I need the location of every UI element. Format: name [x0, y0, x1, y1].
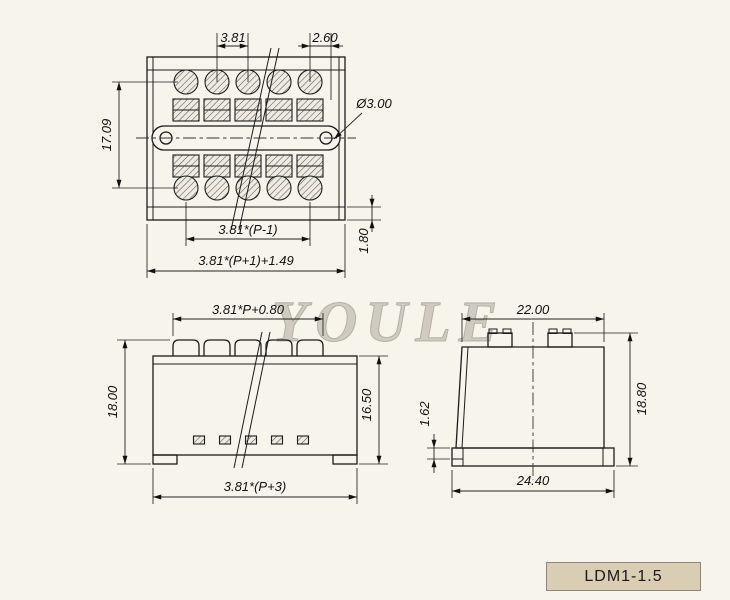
dim-height-body-label: 16.50 — [359, 388, 374, 421]
screw-terminals-bottom-row — [173, 175, 323, 201]
side-view-body — [455, 346, 605, 449]
dim-total-width-label: 3.81*(P+1)+1.49 — [198, 253, 293, 268]
side-bump-right — [547, 332, 573, 348]
wire-clamps-upper — [172, 98, 324, 122]
dim-edge-offset-label: 1.80 — [356, 228, 371, 254]
vent-slots — [192, 435, 310, 445]
front-view-dimensions: 3.81*P+0.80 18.00 16.50 3.81*(P+3) — [105, 302, 388, 504]
dim-base-lip-label: 1.62 — [417, 401, 432, 427]
dim-row-spacing-label: 17.09 — [99, 119, 114, 152]
break-lines-front-view — [233, 331, 271, 469]
top-view-dimensions: 3.81 2.60 17.09 Ø3.00 3.81*(P-1) — [99, 30, 392, 278]
front-view — [152, 331, 358, 469]
top-view-body — [146, 56, 346, 221]
dim-width-base-label: 24.40 — [516, 473, 550, 488]
top-view — [136, 47, 356, 231]
side-view — [451, 322, 615, 480]
foot-right — [332, 454, 358, 465]
wire-clamps-lower — [172, 154, 324, 178]
front-view-body — [152, 355, 358, 456]
dim-height-label: 18.80 — [634, 382, 649, 415]
title-block: LDM1-1.5 — [546, 562, 701, 591]
terminal-bumps — [172, 339, 324, 356]
dim-width-top-label: 22.00 — [516, 302, 550, 317]
foot-left — [152, 454, 178, 465]
model-number: LDM1-1.5 — [584, 567, 663, 585]
dim-end-label: 2.60 — [311, 30, 338, 45]
watermark: YOULE — [271, 289, 506, 355]
side-view-dimensions: 22.00 24.40 18.80 1.62 — [417, 302, 649, 498]
dim-top-width-label: 3.81*P+0.80 — [212, 302, 285, 317]
dim-hole-label: Ø3.00 — [355, 96, 392, 111]
dim-poles-span-label: 3.81*(P-1) — [218, 222, 277, 237]
dim-pitch-label: 3.81 — [220, 30, 245, 45]
side-bump-left — [487, 332, 513, 348]
dim-bottom-width-label: 3.81*(P+3) — [224, 479, 287, 494]
break-lines-top-view — [230, 47, 280, 231]
dim-height-overall-label: 18.00 — [105, 385, 120, 418]
